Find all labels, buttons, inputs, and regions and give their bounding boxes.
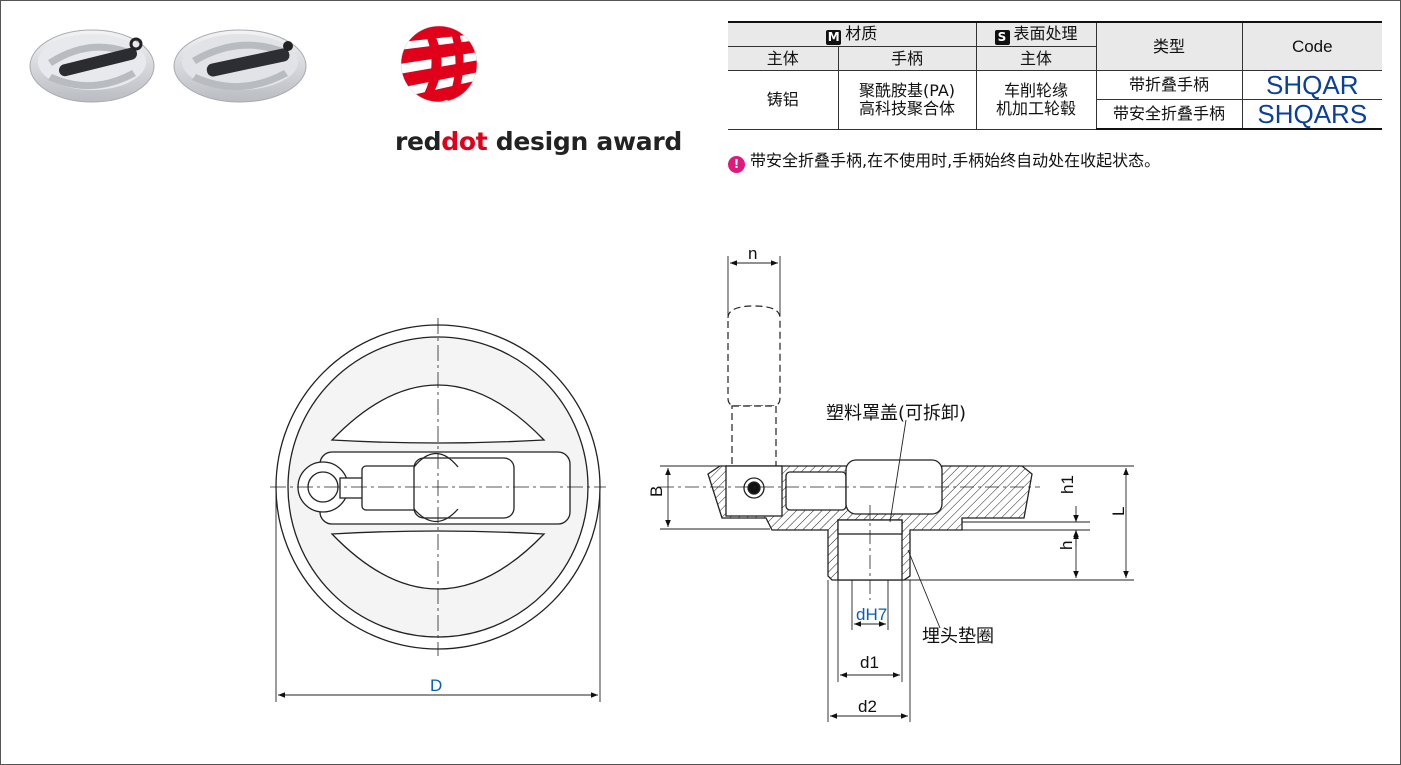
safety-note: !带安全折叠手柄,在不使用时,手柄始终自动处在收起状态。 xyxy=(728,147,1160,173)
handle-material-cell: 聚酰胺基(PA)高科技聚合体 xyxy=(837,70,977,130)
dim-d1-label: d1 xyxy=(860,653,879,672)
subheader-body: 主体 xyxy=(728,46,839,71)
dim-D-label: D xyxy=(430,676,442,695)
plastic-cover-label: 塑料罩盖(可拆卸) xyxy=(826,403,966,424)
dim-L-label: L xyxy=(1109,507,1128,516)
type-cell: 带安全折叠手柄 xyxy=(1095,99,1243,130)
surface-badge-icon: S xyxy=(994,29,1010,45)
warning-icon: ! xyxy=(728,156,745,173)
subheader-handle: 手柄 xyxy=(837,46,977,71)
body-material-cell: 铸铝 xyxy=(728,70,839,130)
front-centerlines xyxy=(270,318,606,656)
dim-dH7-label: dH7 xyxy=(856,605,887,624)
dim-d2-label: d2 xyxy=(858,697,877,716)
dim-D xyxy=(275,487,601,702)
code-cell: SHQAR xyxy=(1241,70,1383,100)
surface-treatment-cell: 车削轮缘机加工轮毂 xyxy=(975,70,1097,130)
code-header: Code xyxy=(1241,21,1383,71)
material-badge-icon: M xyxy=(826,29,842,45)
reddot-award-text: reddot design award xyxy=(395,127,682,156)
dim-B-label: B xyxy=(647,486,666,497)
product-photo-safety xyxy=(173,29,307,103)
handle-phantom xyxy=(727,305,781,469)
subheader-surface-body: 主体 xyxy=(975,46,1097,71)
reddot-ball-icon xyxy=(400,25,478,103)
reddot-award-logo: reddot design award xyxy=(395,20,682,170)
countersunk-washer-label: 埋头垫圈 xyxy=(922,626,994,647)
code-cell: SHQARS xyxy=(1241,99,1383,130)
side-dimensions xyxy=(660,256,1134,722)
dim-h1-label: h1 xyxy=(1058,475,1077,494)
dim-n-label: n xyxy=(748,244,757,263)
product-photo-folded xyxy=(29,29,155,103)
side-centerlines xyxy=(660,486,1040,600)
dim-h-label: h xyxy=(1057,541,1076,550)
type-header: 类型 xyxy=(1095,21,1243,71)
